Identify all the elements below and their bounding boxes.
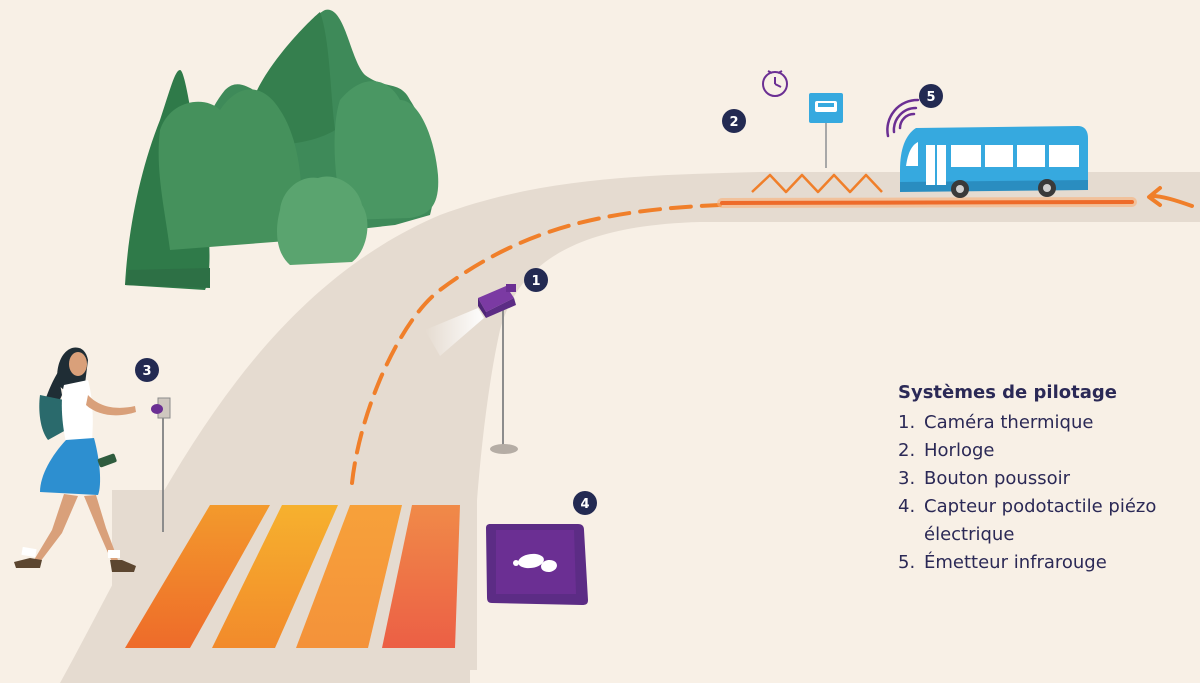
- legend-item: 4. Capteur podotactile piézo électrique: [898, 493, 1188, 549]
- legend-item-label: Caméra thermique: [924, 412, 1094, 433]
- legend-item-label: Horloge: [924, 440, 995, 461]
- legend-item-label: Capteur podotactile piézo électrique: [924, 496, 1157, 545]
- bus: [900, 126, 1088, 198]
- legend-item-label: Bouton poussoir: [924, 468, 1070, 489]
- footprint-pad-icon: [513, 553, 557, 573]
- forest: [125, 9, 439, 290]
- badge-1-label: 1: [531, 274, 540, 289]
- legend-item-number: 1.: [898, 412, 916, 433]
- legend-title: Systèmes de pilotage: [898, 382, 1117, 403]
- legend-item-label: Émetteur infrarouge: [924, 552, 1107, 573]
- legend-item-number: 4.: [898, 496, 916, 517]
- badge-5-label: 5: [926, 90, 935, 105]
- bus-stop-sign-icon: [815, 101, 837, 112]
- badge-3-label: 3: [142, 364, 151, 379]
- badge-3: 3: [135, 358, 159, 382]
- pedestrian: [14, 347, 136, 572]
- badge-4: 4: [573, 491, 597, 515]
- bus-route-dashed-line: [350, 203, 722, 485]
- camera-beam: [425, 308, 484, 356]
- push-button-post: [151, 397, 171, 532]
- legend-item: 1. Caméra thermique: [898, 409, 1188, 437]
- zigzag-marking: [751, 173, 883, 194]
- legend-item-number: 5.: [898, 552, 916, 573]
- legend-list: 1. Caméra thermique 2. Horloge 3. Bouton…: [898, 409, 1188, 577]
- infrared-wave-icon: [886, 98, 920, 138]
- badge-1: 1: [524, 268, 548, 292]
- badge-4-label: 4: [580, 497, 589, 512]
- badge-2-label: 2: [729, 115, 738, 130]
- direction-arrow-icon: [1147, 186, 1194, 208]
- crosswalk-stripe: [212, 505, 338, 648]
- legend-item: 2. Horloge: [898, 437, 1188, 465]
- crosswalk-stripe: [125, 505, 270, 648]
- badge-2: 2: [722, 109, 746, 133]
- badge-5: 5: [919, 84, 943, 108]
- thermal-camera: [425, 284, 518, 454]
- bus-stop-sign: [809, 93, 843, 168]
- piezo-pad: [486, 524, 588, 605]
- detection-strip-core: [720, 200, 1134, 205]
- crosswalk: [112, 490, 477, 670]
- crosswalk-stripe: [382, 505, 460, 648]
- legend-item-number: 2.: [898, 440, 916, 461]
- legend-item-number: 3.: [898, 468, 916, 489]
- thermal-camera-icon: [478, 284, 516, 318]
- legend-item: 5. Émetteur infrarouge: [898, 549, 1188, 577]
- crosswalk-stripe: [296, 505, 402, 648]
- push-button-icon: [151, 404, 163, 414]
- legend-item: 3. Bouton poussoir: [898, 465, 1188, 493]
- clock-icon: [762, 70, 788, 97]
- legend: Systèmes de pilotage 1. Caméra thermique…: [898, 382, 1188, 577]
